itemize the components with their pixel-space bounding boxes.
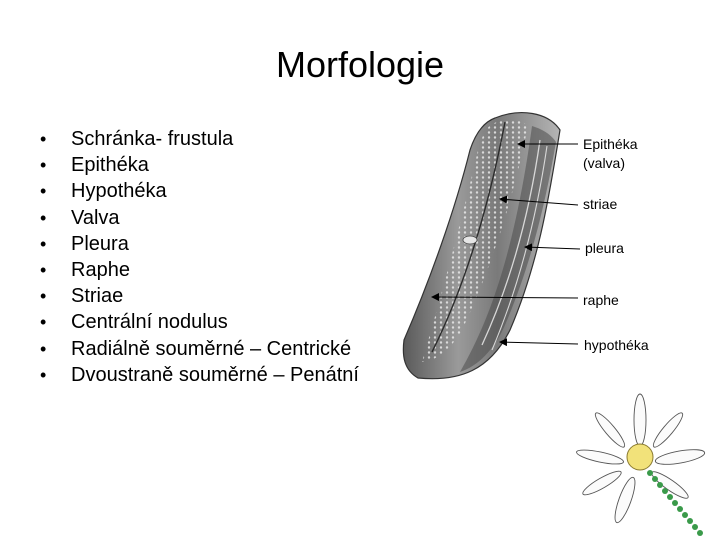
radial-cell — [614, 476, 636, 524]
bullet-text: Radiálně souměrné – Centrické — [71, 337, 352, 360]
label-epitheka-line2: (valva) — [583, 155, 626, 171]
list-item: • Centrální nodulus — [40, 309, 359, 335]
bullet-text: Hypothéka — [71, 180, 167, 203]
bullet-glyph: • — [40, 181, 47, 202]
bullet-glyph: • — [40, 233, 47, 254]
bullet-glyph: • — [40, 286, 47, 307]
bullet-text: Epithéka — [71, 154, 149, 177]
bullet-text: Striae — [71, 285, 124, 308]
label-raphe: raphe — [583, 292, 619, 308]
bullet-glyph: • — [40, 312, 47, 333]
radial-cell — [594, 412, 626, 448]
radial-cell — [582, 470, 622, 496]
bullet-text: Schránka- frustula — [71, 128, 234, 150]
bullet-text: Centrální nodulus — [71, 311, 228, 334]
pointer-pleura — [524, 243, 581, 252]
list-item: • Valva — [40, 205, 359, 231]
pointer-hypotheka — [499, 338, 579, 347]
bullet-glyph: • — [40, 260, 47, 281]
colony-center — [626, 443, 654, 471]
label-epitheka: Epithéka (valva) — [583, 135, 637, 173]
bullet-list: • Schránka- frustula • Epithéka • Hypothéka… — [40, 126, 359, 388]
list-item: • Striae — [40, 283, 359, 309]
label-epitheka-line1: Epithéka — [583, 136, 638, 152]
bullet-text: Pleura — [71, 232, 129, 255]
bullet-text: Valva — [71, 206, 120, 229]
list-item: • Schránka- frustula — [40, 126, 359, 152]
filament-chain — [647, 470, 703, 536]
list-item: • Radiálně souměrné – Centrické — [40, 336, 359, 362]
label-striae: striae — [583, 196, 618, 212]
bullet-text: Raphe — [71, 259, 130, 282]
pointer-striae — [499, 195, 579, 206]
list-item: • Raphe — [40, 257, 359, 283]
bullet-glyph: • — [40, 155, 47, 176]
list-item: • Dvoustraně souměrné – Penátní — [40, 362, 359, 388]
diatom-frustule — [402, 112, 561, 380]
radiating-cells — [576, 393, 706, 524]
radial-cell — [633, 393, 647, 447]
list-item: • Epithéka — [40, 152, 359, 178]
central-nodule — [462, 235, 478, 245]
girdle-lines — [481, 139, 541, 346]
label-hypotheka: hypothéka — [584, 337, 649, 353]
slide-title: Morfologie — [275, 44, 445, 85]
radial-cell — [652, 412, 684, 448]
radial-cell — [576, 449, 624, 465]
pointer-raphe — [431, 293, 579, 302]
diatom-colony-illustration — [576, 393, 706, 536]
bullet-text: Dvoustraně souměrné – Penátní — [71, 363, 359, 386]
label-pleura: pleura — [585, 240, 624, 256]
radial-cell — [654, 449, 706, 465]
bullet-glyph: • — [40, 129, 47, 149]
list-item: • Hypothéka — [40, 178, 359, 204]
bullet-glyph: • — [40, 207, 47, 228]
bullet-glyph: • — [40, 364, 47, 385]
bullet-glyph: • — [40, 338, 47, 359]
list-item: • Pleura — [40, 231, 359, 257]
